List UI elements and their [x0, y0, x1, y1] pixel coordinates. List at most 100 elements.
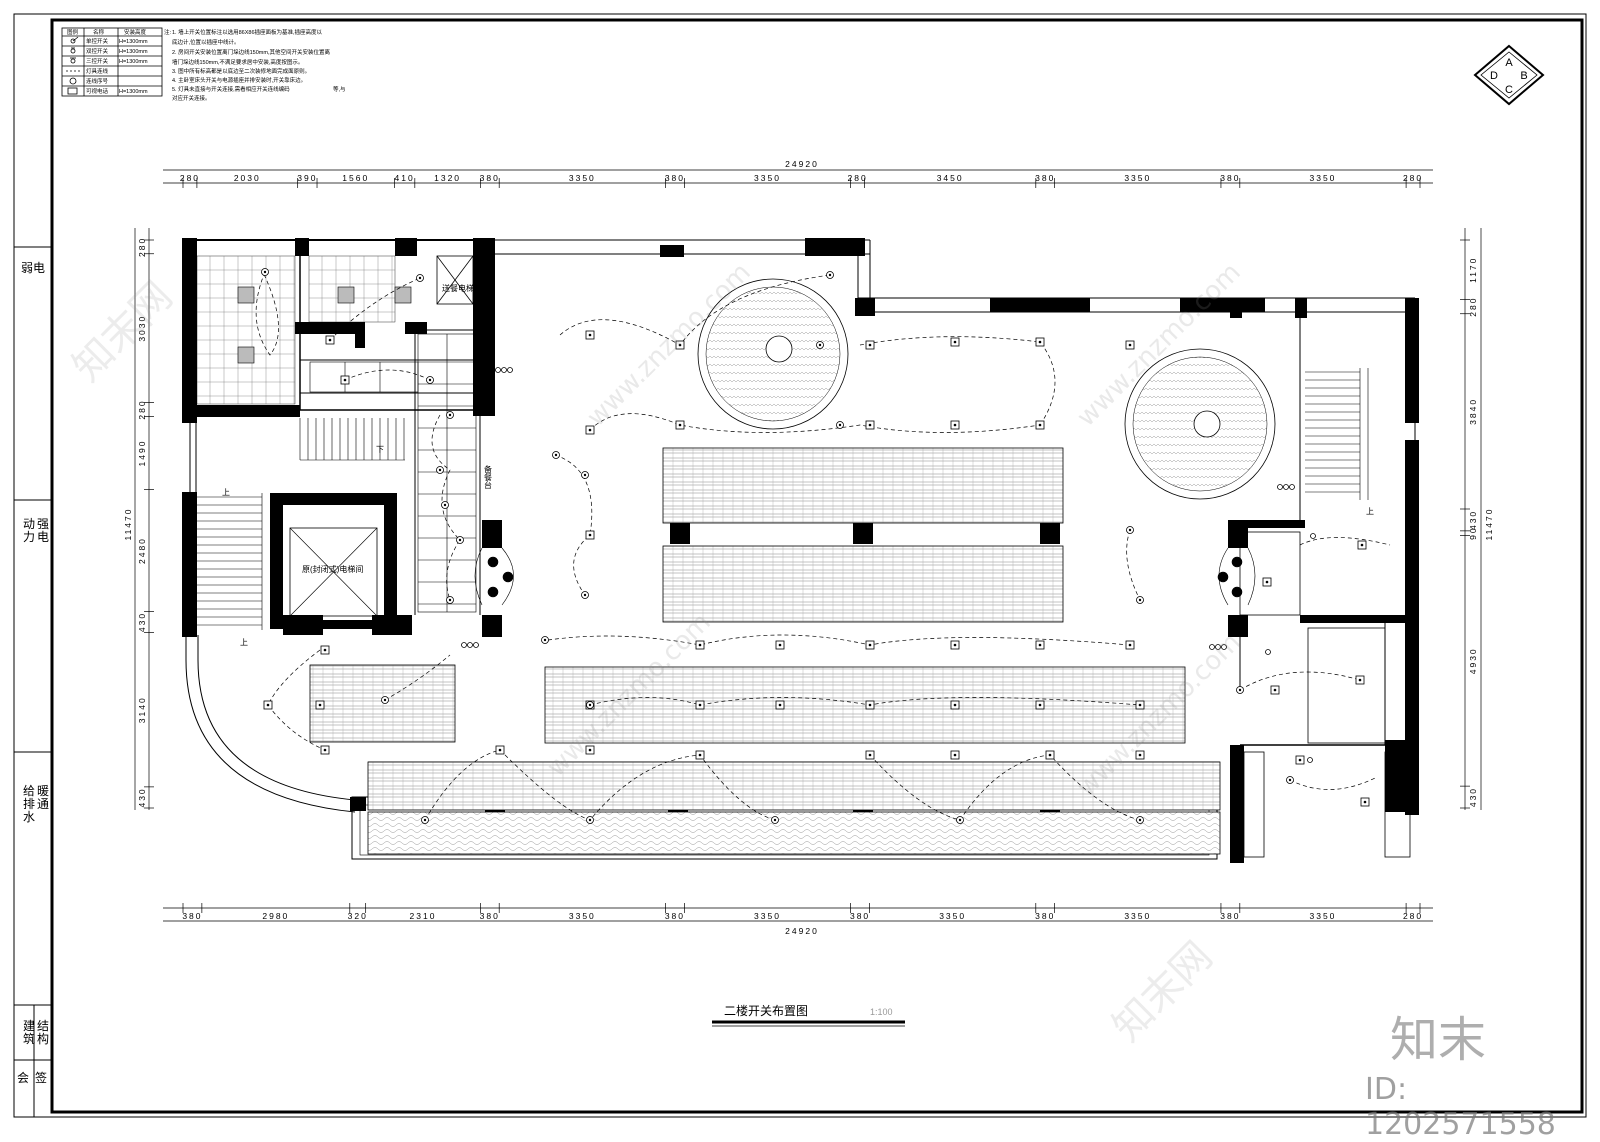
dimension-value: 430 — [137, 787, 147, 807]
dimension-value: 1560 — [342, 173, 369, 183]
dimension-value: 2030 — [234, 173, 261, 183]
stair-down-label: 下 — [376, 445, 384, 454]
elevator-shaft — [270, 493, 412, 635]
dimension-total: 24920 — [785, 159, 819, 169]
lamp-symbols — [261, 268, 1370, 824]
dimension-value: 3350 — [1309, 911, 1336, 921]
wire-node-icon — [1286, 776, 1294, 784]
wire-node-icon — [416, 274, 424, 282]
stairs-right — [1305, 368, 1369, 500]
lamp-icon — [263, 700, 273, 710]
wire-node-icon — [586, 701, 594, 709]
wire-node-icon — [381, 696, 389, 704]
lamp-icon — [695, 640, 705, 650]
dimension-value: 3350 — [569, 173, 596, 183]
legend-row-height: H=1300mm — [119, 59, 148, 65]
dimension-value: 3350 — [1124, 173, 1151, 183]
dimension-value: 3350 — [754, 173, 781, 183]
wire-node-icon — [541, 636, 549, 644]
wire-node-icon — [1236, 686, 1244, 694]
dimension-value: 280 — [1403, 173, 1423, 183]
lamp-icon — [950, 700, 960, 710]
inner-frame — [50, 18, 1584, 1114]
note-trail: 等,与 — [333, 85, 346, 93]
wire-node-icon — [1136, 596, 1144, 604]
lamp-icon — [1355, 675, 1365, 685]
structure-label: 结构 — [36, 1019, 49, 1046]
countersign-label: 会 — [16, 1071, 29, 1085]
plumbing-label: 给排水 — [22, 784, 35, 824]
dimension-lines — [134, 169, 1482, 922]
dimension-total: 11470 — [1484, 507, 1494, 540]
legend-row-name: 灯具连线 — [86, 67, 109, 75]
lamp-icon — [1270, 685, 1280, 695]
lamp-icon — [865, 420, 875, 430]
compass-south: C — [1505, 84, 1513, 96]
dimension-value: 2980 — [262, 911, 289, 921]
lamp-icon — [675, 420, 685, 430]
dimension-value: 320 — [348, 911, 368, 921]
switch-icon — [501, 367, 507, 373]
dimension-value: 380 — [850, 911, 870, 921]
switch-icon — [1209, 644, 1215, 650]
dimension-value: 280 — [1403, 911, 1423, 921]
legend-row-height: H=1300mm — [119, 89, 148, 95]
lamp-icon — [320, 645, 330, 655]
wire-node-icon — [261, 268, 269, 276]
lamp-icon — [585, 745, 595, 755]
note-line: 2. 房间开关安装位置离门垛边线150mm,其他空间开关安装位置离 — [172, 48, 330, 56]
lamp-icon — [775, 700, 785, 710]
switch-icon — [1221, 644, 1227, 650]
lamp-icon — [585, 530, 595, 540]
wire-node-icon — [581, 471, 589, 479]
lamp-icon — [950, 337, 960, 347]
stair-up-label: 上 — [240, 638, 248, 647]
legend-header-2: 名称 — [93, 28, 105, 36]
round-table-2 — [1124, 348, 1276, 500]
switch-icon — [1277, 484, 1283, 490]
lamp-icon — [1125, 640, 1135, 650]
signature-strip — [14, 246, 52, 1117]
lamp-icon — [320, 745, 330, 755]
double-switch-icon — [70, 48, 76, 54]
dimension-value: 4930 — [1468, 647, 1478, 674]
dimension-value: 3140 — [137, 696, 147, 723]
dimension-value: 1170 — [1468, 257, 1478, 283]
wire-node-icon — [446, 596, 454, 604]
drawing-title: 二楼开关布置图 — [724, 1003, 808, 1018]
switch-icon — [467, 642, 473, 648]
lamp-icon — [585, 330, 595, 340]
legend-header-3: 安装高度 — [124, 28, 147, 36]
legend-row-height: H=1300mm — [119, 39, 148, 45]
dumbwaiter-label: 送餐电梯 — [442, 283, 474, 293]
dimension-value: 430 — [1468, 787, 1478, 807]
lamp-icon — [865, 750, 875, 760]
legend-header-1: 图例 — [67, 28, 79, 36]
compass-east: B — [1520, 70, 1527, 82]
note-line: 5. 灯具未直接与开关连接,需看相应开关连线编码 — [172, 85, 290, 93]
dimension-value: 3350 — [569, 911, 596, 921]
dimension-value: 410 — [395, 173, 415, 183]
switch-icon — [461, 642, 467, 648]
wire-node-icon — [1126, 526, 1134, 534]
wire-node-icon — [956, 816, 964, 824]
lamp-icon — [1045, 750, 1055, 760]
weak-current-label: 弱电 — [20, 261, 45, 275]
note-line: 墙门垛边线150mm,不满足要求居中安装,高度按图示。 — [172, 58, 303, 66]
power-label: 动力 — [22, 517, 35, 544]
wire-node-icon — [586, 816, 594, 824]
switch-icon — [495, 367, 501, 373]
drawing-scale: 1:100 — [870, 1007, 893, 1017]
lamp-icon — [695, 700, 705, 710]
lamp-icon — [1035, 420, 1045, 430]
stairs-left — [197, 418, 405, 630]
dimension-value: 3450 — [937, 173, 964, 183]
lamp-icon — [1360, 797, 1370, 807]
dimension-value: 3350 — [1309, 173, 1336, 183]
lamp-icon — [1262, 577, 1272, 587]
lamp-icon — [865, 700, 875, 710]
dimension-value: 280 — [1468, 297, 1478, 317]
